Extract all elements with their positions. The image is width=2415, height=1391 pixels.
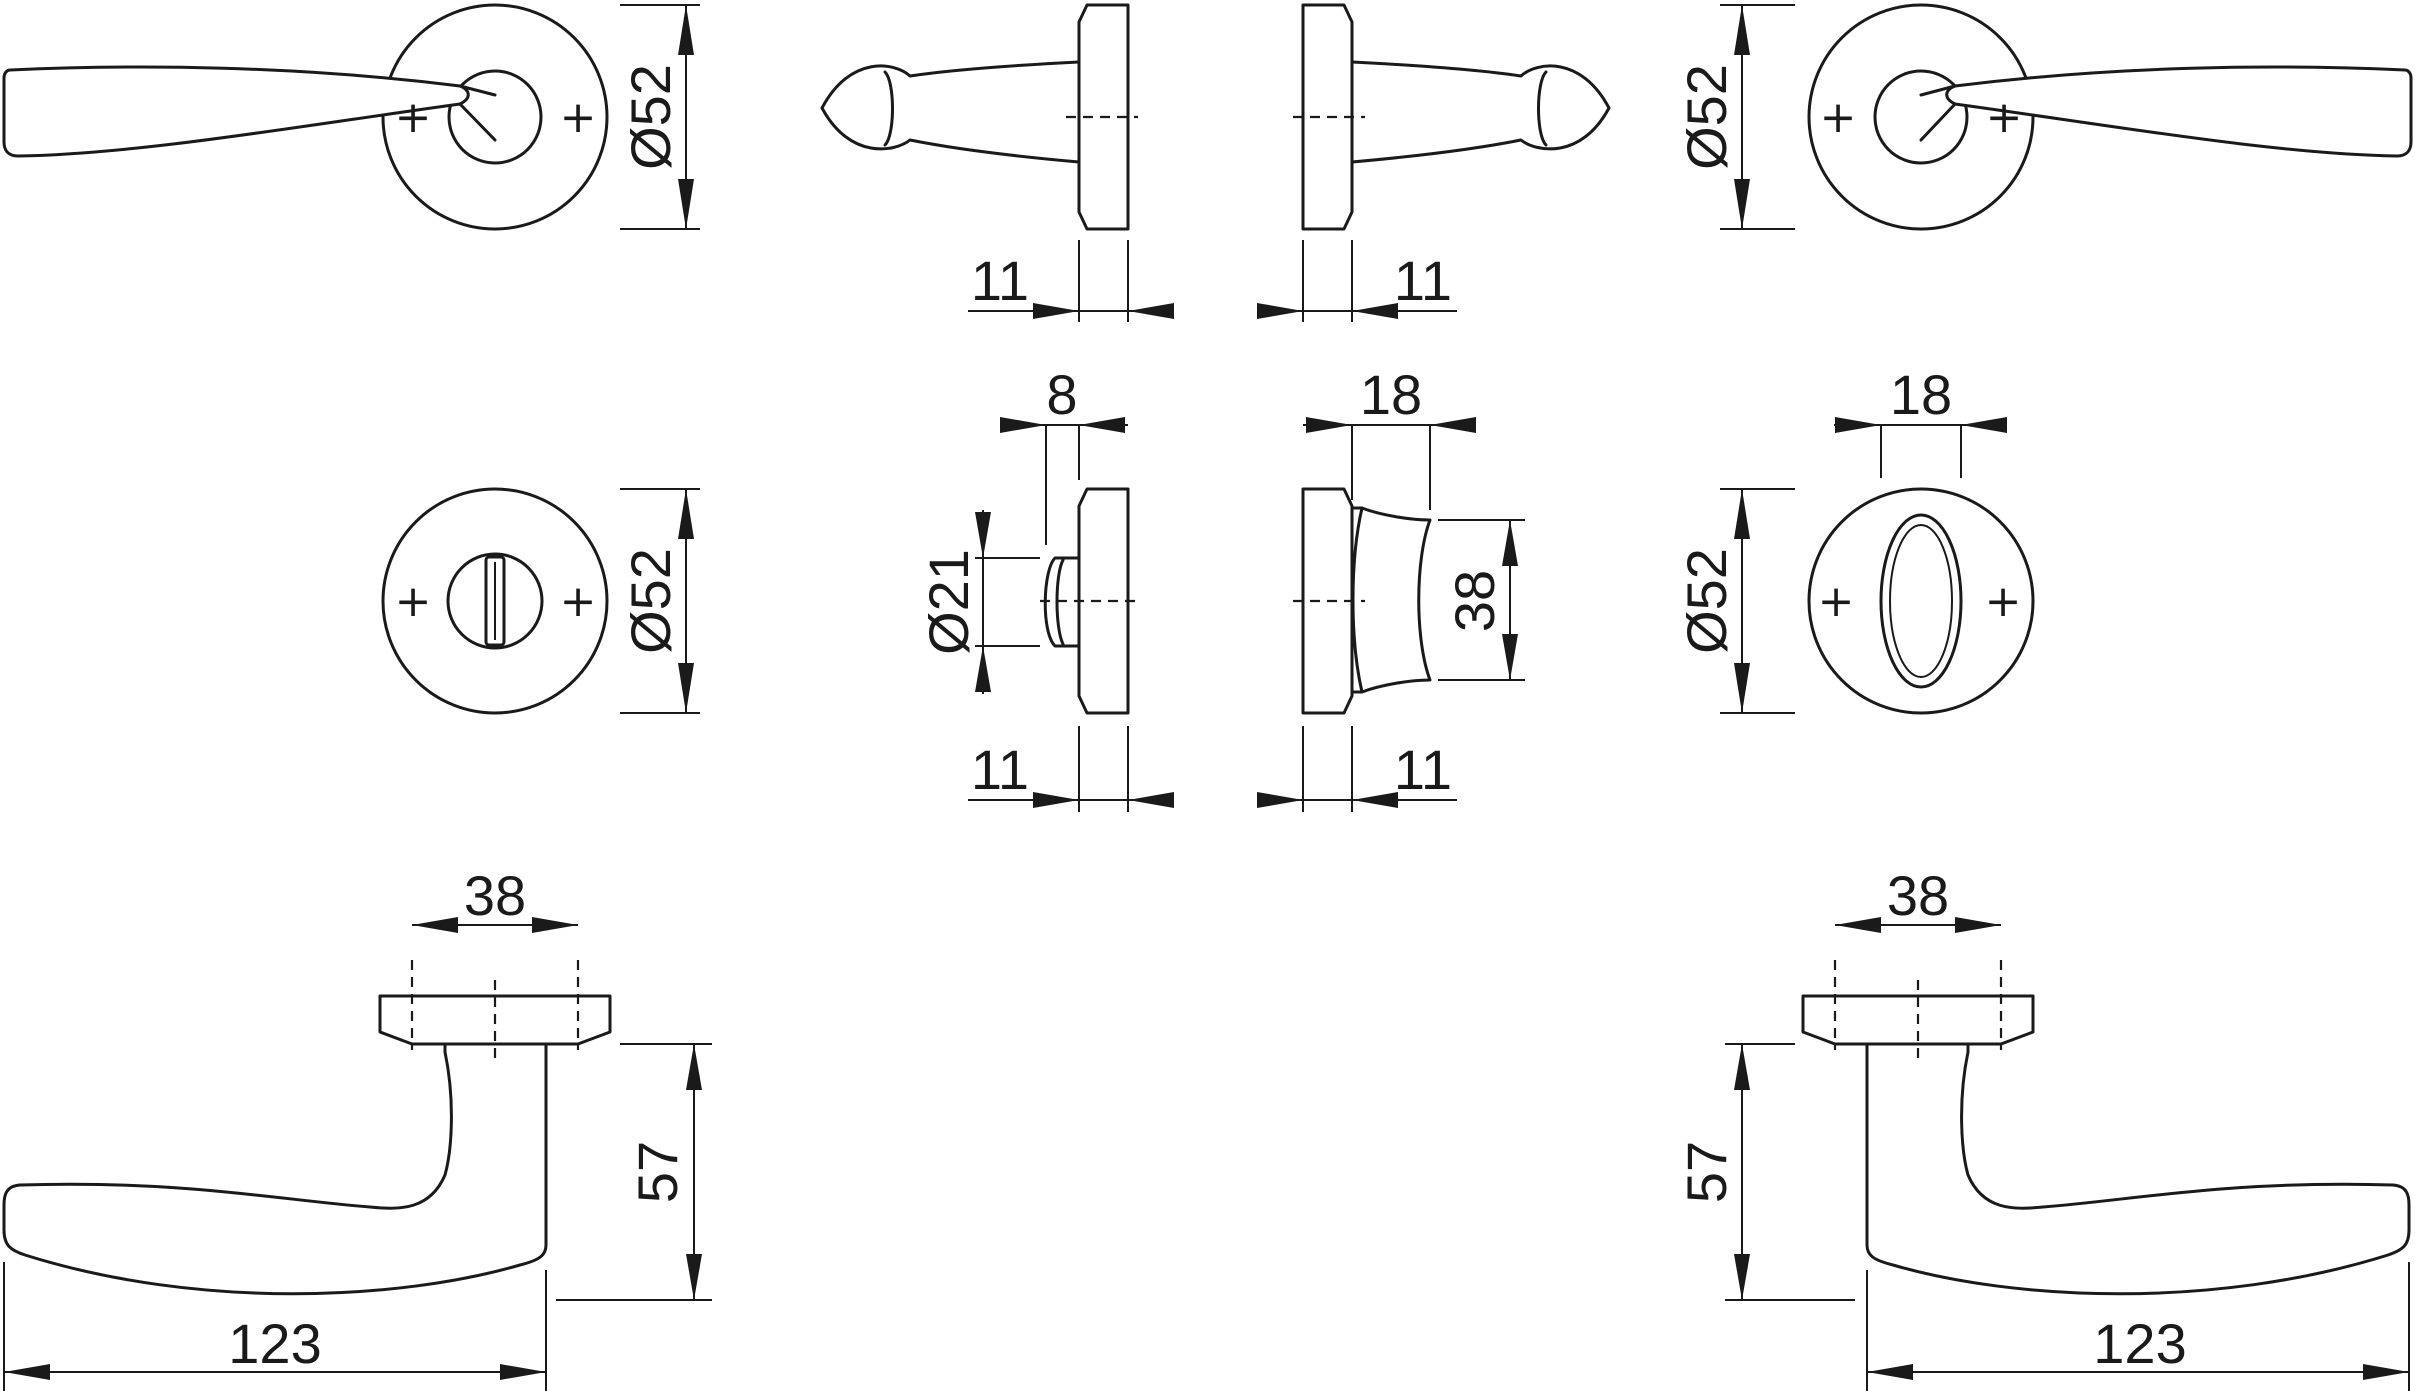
lever-front-view-right: + + Ø52	[1675, 3, 2413, 231]
lever-side-view-left: 11	[820, 3, 1174, 322]
emergency-release-side-view: 18 38 11	[1257, 363, 1525, 812]
dim-lever-height: 57	[1675, 1141, 1738, 1203]
dim-turn-width: 8	[1046, 363, 1077, 426]
screw-marker: +	[1985, 576, 2022, 627]
dim-rose-diameter: Ø52	[1675, 548, 1738, 654]
screw-marker: +	[395, 92, 432, 143]
dim-lever-length: 123	[2093, 1312, 2186, 1375]
lever-profile-right: 38 57 123	[1675, 864, 2411, 1391]
lever-profile-left: 38 57 123	[2, 864, 712, 1391]
dim-rose-diameter: Ø52	[619, 548, 682, 654]
dim-keyhole-width: 18	[1890, 363, 1952, 426]
dim-release-width: 18	[1360, 363, 1422, 426]
screw-marker: +	[1986, 92, 2023, 143]
dim-rose-thickness: 11	[1394, 249, 1452, 312]
dim-rose-thickness: 11	[971, 738, 1029, 801]
wc-turn-side-view: 8 Ø21 11	[917, 363, 1174, 812]
lever-front-view-left: + + Ø52	[2, 3, 700, 231]
screw-marker: +	[560, 576, 597, 627]
dim-lever-length: 123	[228, 1312, 321, 1375]
screw-marker: +	[1820, 92, 1857, 143]
screw-marker: +	[560, 92, 597, 143]
dim-rose-thickness: 11	[1394, 738, 1452, 801]
dim-rose-spacing: 38	[1887, 864, 1949, 927]
dim-rose-thickness: 11	[971, 249, 1029, 312]
keyhole-rose-front-view: + + 18 Ø52	[1675, 363, 2035, 715]
lever-side-view-right: 11	[1257, 3, 1611, 322]
screw-marker: +	[1818, 576, 1855, 627]
dim-rose-diameter: Ø52	[1675, 64, 1738, 170]
wc-turn-front-view: + + Ø52	[381, 487, 700, 715]
dim-turn-diameter: Ø21	[917, 549, 980, 655]
screw-marker: +	[395, 576, 432, 627]
dim-lever-height: 57	[626, 1141, 689, 1203]
dim-release-height: 38	[1443, 570, 1506, 632]
dim-rose-diameter: Ø52	[619, 64, 682, 170]
dim-rose-spacing: 38	[464, 864, 526, 927]
